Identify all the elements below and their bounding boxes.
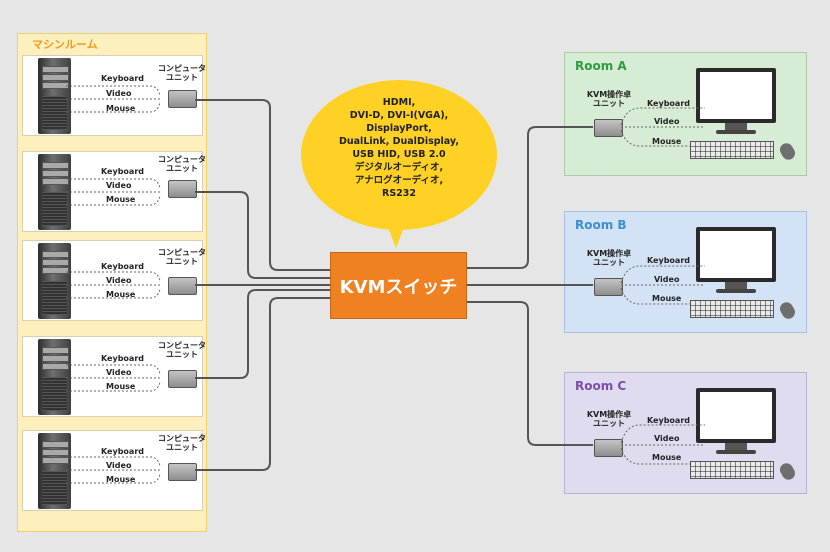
signal-lines-row-4 bbox=[66, 364, 162, 392]
wire-row-5 bbox=[195, 297, 330, 471]
keyboard-label: Keyboard bbox=[101, 74, 144, 83]
kvm-console-unit-icon bbox=[594, 119, 623, 137]
signal-lines-row-3 bbox=[66, 271, 162, 299]
room-c-panel: Room C KVM操作卓ユニット Keyboard Video Mouse bbox=[564, 372, 807, 494]
computer-tower-icon bbox=[38, 243, 71, 319]
room-b-title: Room B bbox=[575, 218, 627, 232]
signal-lines-row-5 bbox=[66, 456, 162, 484]
monitor-stand bbox=[725, 443, 747, 451]
computer-unit-icon bbox=[168, 463, 197, 481]
machine-room-title: マシンルーム bbox=[32, 38, 98, 51]
computer-row-3: Keyboard Video Mouse コンピュータユニット bbox=[22, 240, 206, 321]
kvm-console-unit-icon bbox=[594, 278, 623, 296]
keyboard-label: Keyboard bbox=[647, 256, 690, 265]
computer-tower-icon bbox=[38, 339, 71, 415]
room-a-title: Room A bbox=[575, 59, 627, 73]
wire-room-c bbox=[467, 301, 593, 446]
signal-lines-room-b bbox=[620, 265, 705, 305]
computer-tower-icon bbox=[38, 433, 71, 509]
monitor-base bbox=[716, 450, 756, 454]
wire-room-a bbox=[467, 126, 593, 269]
monitor-icon bbox=[696, 68, 776, 123]
keyboard-icon bbox=[690, 461, 774, 479]
monitor-icon bbox=[696, 227, 776, 282]
mouse-label: Mouse bbox=[106, 290, 136, 299]
monitor-icon bbox=[696, 388, 776, 443]
kvm-switch-label: KVMスイッチ bbox=[339, 276, 458, 298]
signal-type-line: デジタルオーディオ, bbox=[354, 162, 444, 173]
room-b-panel: Room B KVM操作卓ユニット Keyboard Video Mouse bbox=[564, 211, 807, 333]
computer-unit-label: コンピュータユニット bbox=[158, 64, 206, 82]
keyboard-icon bbox=[690, 141, 774, 159]
mouse-label: Mouse bbox=[106, 104, 136, 113]
wire-row-1 bbox=[195, 99, 330, 271]
video-label: Video bbox=[106, 368, 132, 377]
keyboard-label: Keyboard bbox=[101, 167, 144, 176]
wire-row-2 bbox=[195, 191, 330, 279]
computer-row-5: Keyboard Video Mouse コンピュータユニット bbox=[22, 430, 206, 511]
keyboard-label: Keyboard bbox=[101, 354, 144, 363]
keyboard-label: Keyboard bbox=[647, 99, 690, 108]
kvm-console-unit-label: KVM操作卓ユニット bbox=[586, 410, 632, 428]
signal-types-bubble bbox=[301, 80, 497, 230]
mouse-label: Mouse bbox=[106, 475, 136, 484]
mouse-label: Mouse bbox=[652, 137, 682, 146]
computer-row-4: Keyboard Video Mouse コンピュータユニット bbox=[22, 336, 206, 417]
computer-unit-label: コンピュータユニット bbox=[158, 155, 206, 173]
video-label: Video bbox=[106, 276, 132, 285]
signal-type-line: RS232 bbox=[382, 188, 416, 199]
signal-lines-room-c bbox=[620, 424, 705, 465]
video-label: Video bbox=[654, 117, 680, 126]
computer-tower-icon bbox=[38, 58, 71, 134]
keyboard-icon bbox=[690, 300, 774, 318]
bubble-tail bbox=[386, 222, 406, 248]
kvm-switch-box: KVMスイッチ bbox=[330, 252, 467, 319]
kvm-console-unit-icon bbox=[594, 439, 623, 457]
room-a-panel: Room A KVM操作卓ユニット Keyboard Video Mouse bbox=[564, 52, 807, 176]
mouse-label: Mouse bbox=[652, 294, 682, 303]
computer-unit-icon bbox=[168, 180, 197, 198]
video-label: Video bbox=[654, 275, 680, 284]
monitor-stand bbox=[725, 123, 747, 131]
video-label: Video bbox=[106, 181, 132, 190]
keyboard-label: Keyboard bbox=[101, 447, 144, 456]
mouse-label: Mouse bbox=[106, 382, 136, 391]
video-label: Video bbox=[106, 89, 132, 98]
keyboard-label: Keyboard bbox=[647, 416, 690, 425]
signal-lines-room-a bbox=[620, 107, 705, 147]
signal-types-text: HDMI, DVI-D, DVI-I(VGA), DisplayPort, Du… bbox=[301, 96, 497, 200]
signal-type-line: USB HID, USB 2.0 bbox=[352, 149, 446, 160]
machine-room-panel: マシンルーム Keyboard Video Mouse コンピュータユニット K… bbox=[17, 33, 207, 532]
mouse-label: Mouse bbox=[652, 453, 682, 462]
computer-row-2: Keyboard Video Mouse コンピュータユニット bbox=[22, 151, 206, 232]
kvm-console-unit-label: KVM操作卓ユニット bbox=[586, 90, 632, 108]
signal-lines-row-1 bbox=[66, 85, 162, 113]
computer-unit-label: コンピュータユニット bbox=[158, 341, 206, 359]
signal-type-line: DualLink, DualDisplay, bbox=[339, 136, 459, 147]
kvm-console-unit-label: KVM操作卓ユニット bbox=[586, 249, 632, 267]
wire-row-4 bbox=[195, 289, 330, 379]
monitor-base bbox=[716, 130, 756, 134]
signal-type-line: HDMI, bbox=[382, 97, 416, 108]
video-label: Video bbox=[654, 434, 680, 443]
computer-tower-icon bbox=[38, 154, 71, 230]
keyboard-label: Keyboard bbox=[101, 262, 144, 271]
signal-type-line: DVI-D, DVI-I(VGA), bbox=[349, 110, 449, 121]
computer-unit-label: コンピュータユニット bbox=[158, 248, 206, 266]
monitor-base bbox=[716, 289, 756, 293]
video-label: Video bbox=[106, 461, 132, 470]
monitor-stand bbox=[725, 282, 747, 290]
signal-type-line: アナログオーディオ, bbox=[354, 175, 444, 186]
mouse-label: Mouse bbox=[106, 195, 136, 204]
signal-lines-row-2 bbox=[66, 178, 162, 206]
signal-type-line: DisplayPort, bbox=[366, 123, 432, 134]
room-c-title: Room C bbox=[575, 379, 627, 393]
computer-row-1: Keyboard Video Mouse コンピュータユニット bbox=[22, 55, 206, 136]
computer-unit-label: コンピュータユニット bbox=[158, 434, 206, 452]
